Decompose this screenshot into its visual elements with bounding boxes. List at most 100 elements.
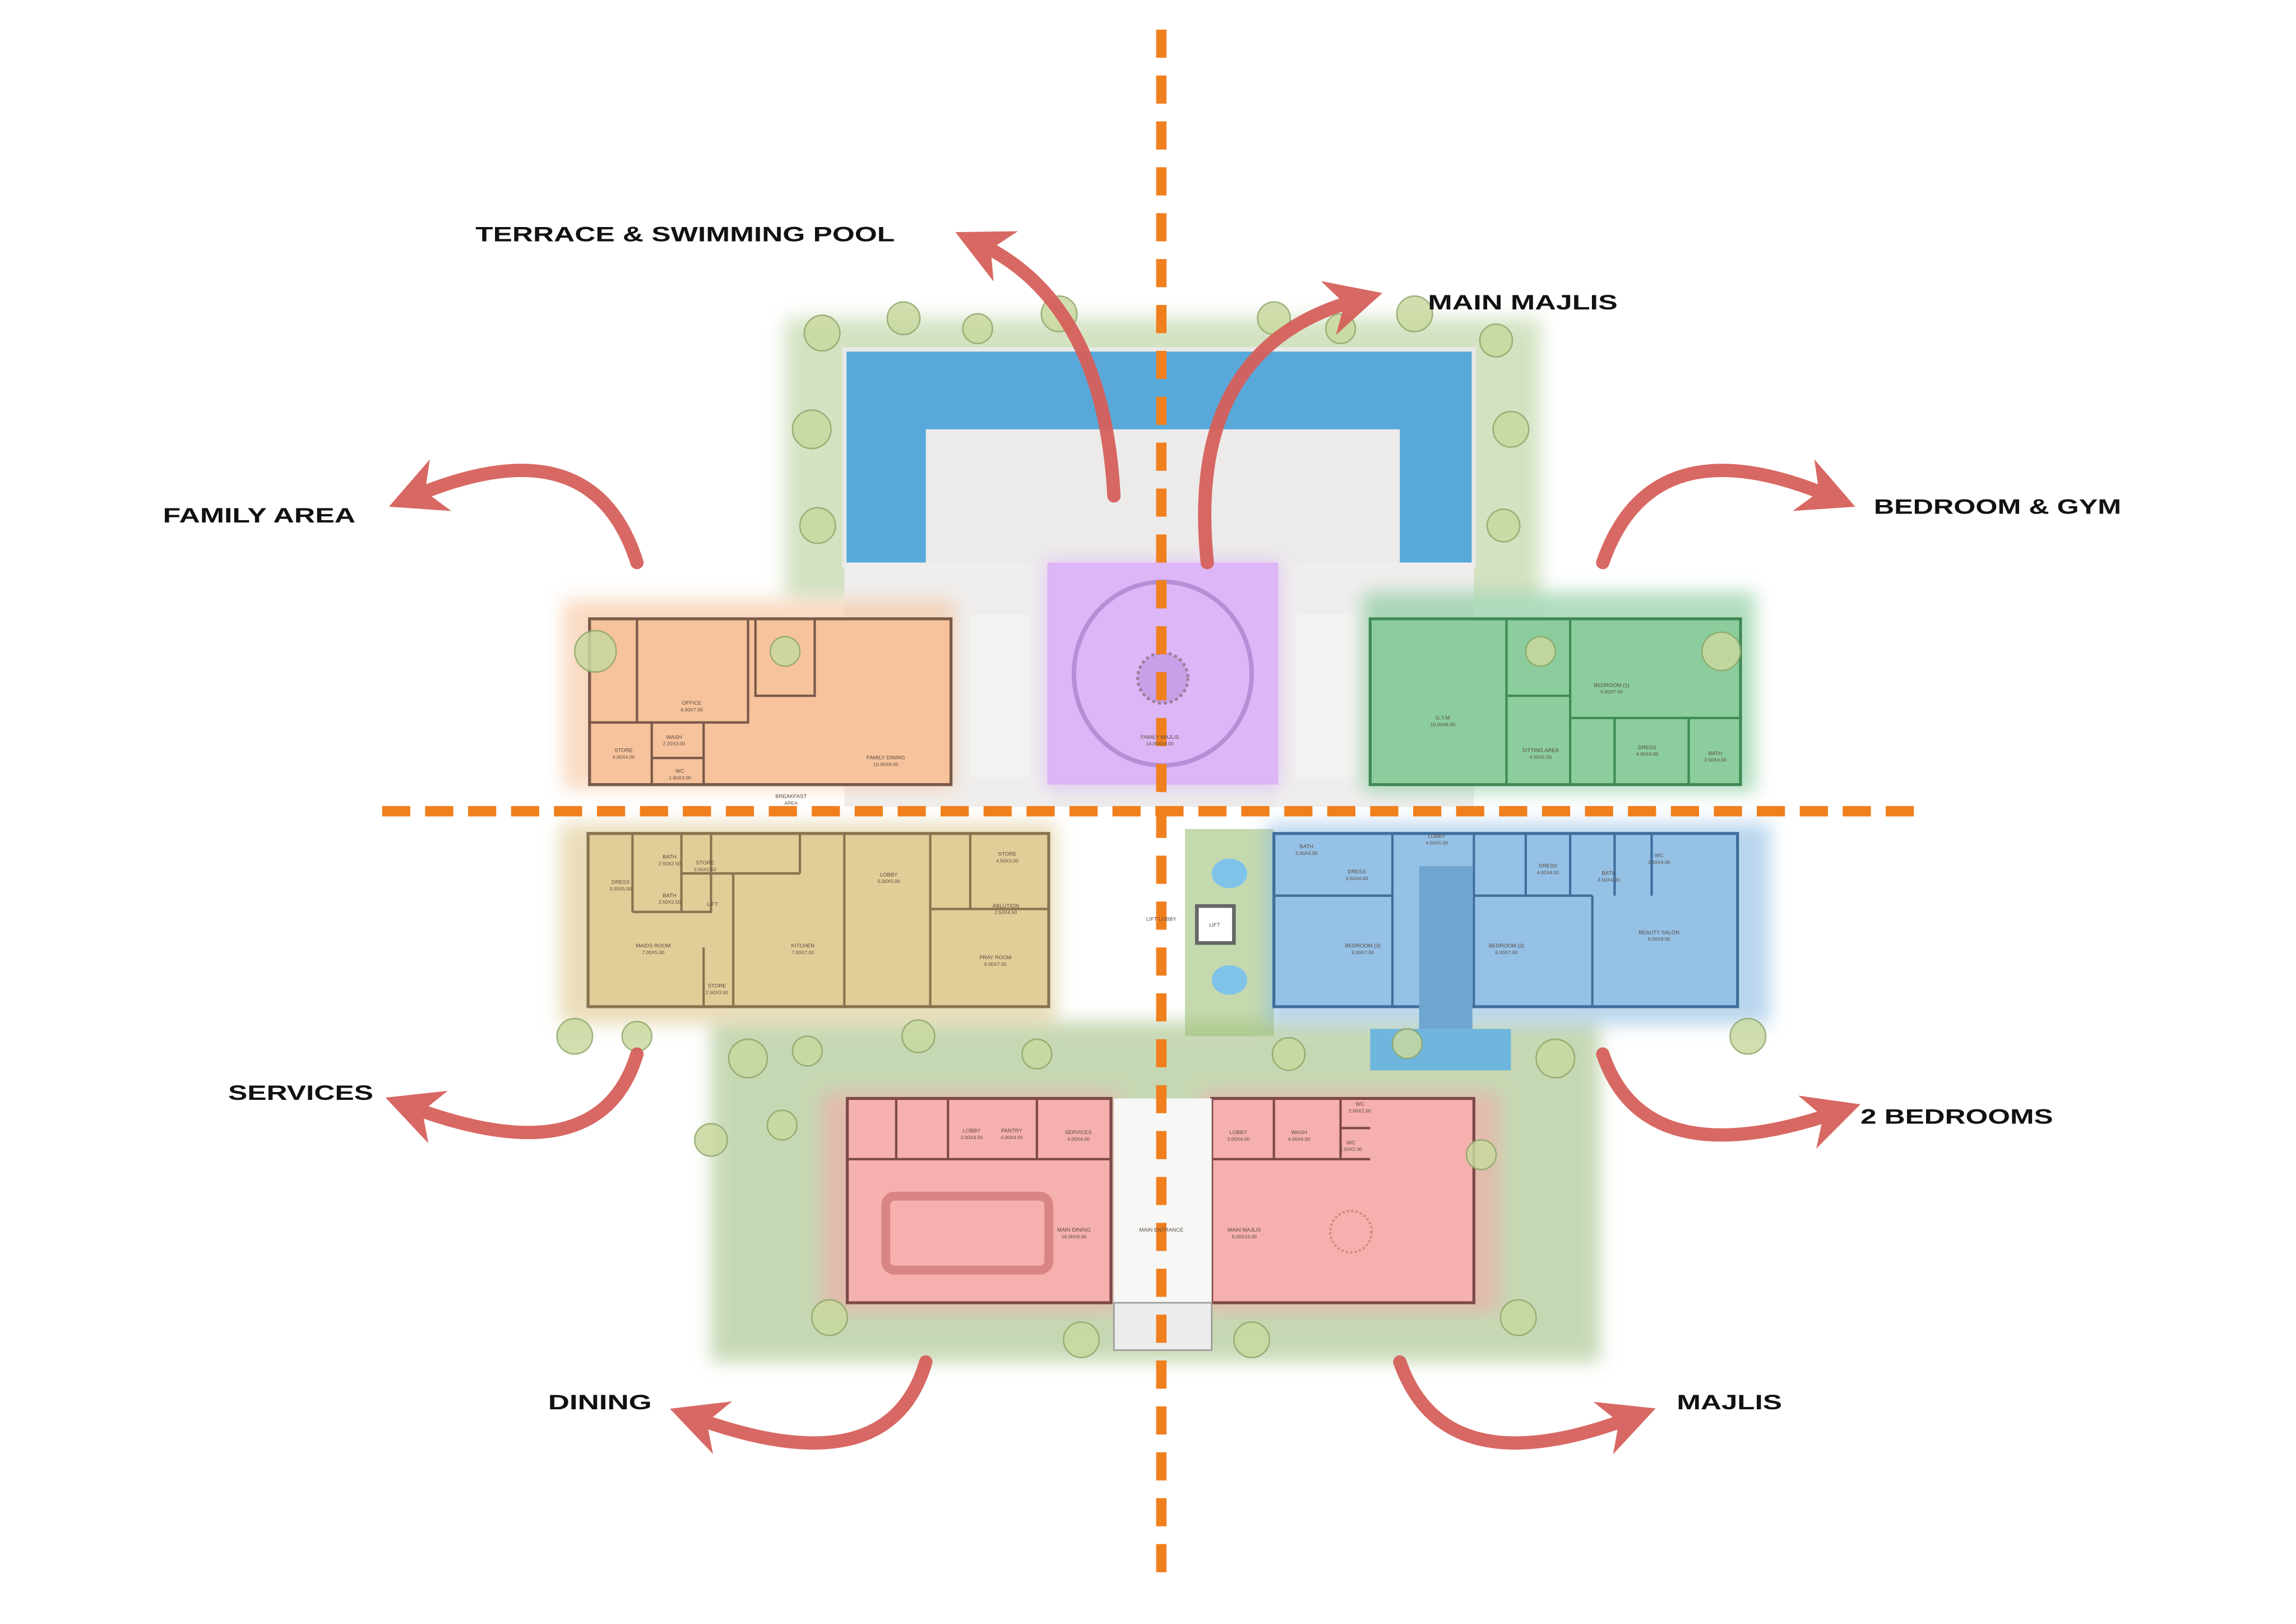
room-size: 3.00X4.00 [1227,1136,1249,1142]
zone-arrows [385,231,1860,1455]
room-size: 4.00X4.00 [1001,1135,1023,1140]
room-name: KITCHEN [791,943,814,949]
room-name: WC [1655,853,1664,859]
arrow-majlis-icon [1393,1355,1656,1455]
tree-icon [886,301,921,336]
room-name: BATH [1602,871,1616,877]
room-size: 3.50X4.00 [1704,757,1726,763]
room-size: 2.50X4.00 [1648,859,1670,865]
tree-icon [728,1038,769,1079]
arrow-main-majlis-icon [1198,281,1383,570]
room-name: LIFT [1209,922,1220,928]
room-name: ABLUTION [993,903,1020,909]
room-size: 2.20X3.00 [663,741,686,747]
zone-family-area [563,599,956,789]
water-channel [1419,866,1473,1029]
room-size: 4.00X4.00 [1636,751,1659,757]
room-label: BEDROOM (1)6.00X7.00 [1594,682,1629,695]
room-size: 7.00X5.00 [642,950,665,955]
room-size: 6.00X9.00 [1648,936,1670,942]
heading-terrace-pool: TERRACE & SWIMMING POOL [475,223,895,246]
room-size: 4.00X5.50 [1529,754,1552,760]
tree-icon [1325,313,1357,344]
room-label: G.Y.M10.00X8.00 [1431,715,1456,727]
room-size: 10.00X8.00 [873,762,899,767]
room-label: BEDROOM (3)6.00X7.00 [1345,943,1380,955]
dining-table [881,1191,1053,1275]
room-size: 5.00X7.00 [984,961,1007,967]
tree-icon [1479,323,1513,358]
majlis-chandelier [1329,1210,1373,1254]
room-name: LIFT LOBBY [1146,917,1177,923]
room-name: WASH [1291,1130,1307,1136]
room-name: SITTING AREA [1522,748,1559,754]
room-size: 1.80X3.00 [669,775,691,780]
room-name: OFFICE [682,700,702,706]
room-name: BEDROOM (2) [1489,943,1524,949]
tree-icon [799,507,836,544]
room-name: STORE [614,748,633,754]
room-size: 6.00X7.00 [1496,950,1518,955]
tree-icon [1233,1321,1271,1358]
room-label: WC2.00X2.00 [1349,1102,1371,1114]
room-labels: OFFICE6.00X7.00WASH2.20X3.00STORE4.00X4.… [609,682,1726,1239]
arrow-terrace-icon [955,231,1121,503]
heading-dining: DINING [548,1391,652,1414]
room-size: 3.00X5.00 [609,886,632,891]
tree-icon [766,1109,798,1141]
room-name: BEDROOM (1) [1594,682,1629,688]
room-label: BEDROOM (2)6.00X7.00 [1489,943,1524,955]
heading-two-bedrooms: 2 BEDROOMS [1860,1105,2053,1128]
zone-headings: TERRACE & SWIMMING POOL MAIN MAJLIS FAMI… [163,223,2121,1414]
tree-icon [1391,1028,1423,1059]
room-size: 2.50X2.50 [659,861,681,867]
heading-majlis: MAJLIS [1677,1391,1782,1414]
room-label: LIFT [1209,922,1220,928]
room-name: MAIN MAJLIS [1228,1227,1261,1233]
heading-main-majlis: MAIN MAJLIS [1428,291,1617,314]
heading-bedroom-gym: BEDROOM & GYM [1874,495,2121,518]
room-label: WC2.50X4.00 [1648,853,1670,865]
room-name: LOBBY [963,1128,981,1134]
tree-icon [1492,410,1530,448]
room-name: PANTRY [1001,1128,1022,1134]
room-size: 7.00X7.00 [791,950,814,955]
arrow-services-icon [385,1047,644,1144]
room-name: LOBBY [1229,1130,1247,1136]
room-label: WC2.00X2.00 [1340,1140,1362,1152]
room-size: 2.50X4.50 [994,910,1017,915]
arrow-bedroom-gym-icon [1596,459,1855,570]
room-size: AREA [784,800,798,806]
room-name: WC [675,769,684,775]
room-name: STORE [708,983,726,989]
room-size: 8.00X16.00 [1232,1234,1257,1239]
arrow-family-area-icon [388,459,644,570]
room-size: 2.50X2.50 [659,899,681,905]
tree-icon [1021,1038,1053,1070]
room-name: STORE [998,851,1017,857]
tree-icon [811,1299,848,1336]
room-size: 4.00X4.00 [1288,1136,1311,1142]
room-size: 3.50X4.00 [1346,876,1368,881]
zone-majlis [1202,1092,1499,1312]
steps-left [970,614,1030,778]
room-size: 2.00X4.00 [961,1135,983,1140]
room-size: 4.00X4.00 [613,754,635,760]
room-size: 4.00X4.00 [1537,869,1559,875]
